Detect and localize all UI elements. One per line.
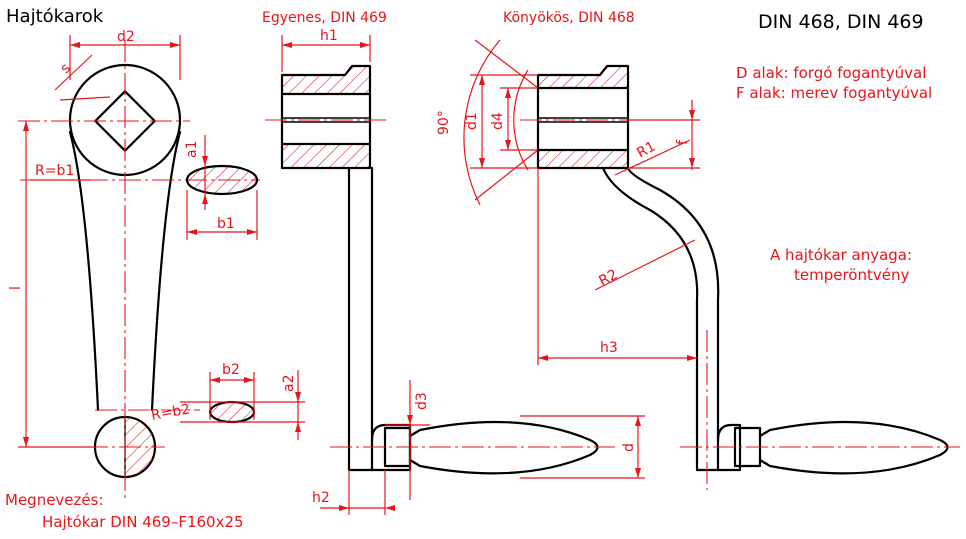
dim-d3: d3 — [385, 380, 430, 500]
dim-d-label: d — [621, 443, 637, 452]
dim-s: s — [54, 54, 111, 101]
crank-elbow-view — [520, 64, 960, 490]
dim-d: d — [520, 415, 645, 479]
title-left: Hajtókarok — [6, 6, 104, 27]
dim-h3: h3 — [537, 168, 697, 365]
view-elbow-label: Könyökös, DIN 468 — [503, 10, 635, 26]
dim-b1-label: b1 — [217, 216, 235, 232]
section-2: b2 a2 R=b2 — [150, 362, 305, 440]
dim-h1-label: h1 — [320, 28, 338, 44]
dim-r2: R2 — [594, 239, 696, 291]
note-material-2: temperöntvény — [794, 266, 909, 284]
section-1: b1 a1 — [184, 135, 259, 240]
dim-d2-label: d2 — [117, 29, 135, 45]
dim-f: f — [628, 100, 700, 170]
crank-top-view — [18, 40, 260, 500]
dim-angle-label: 90° — [436, 110, 452, 135]
dim-d4-label: d4 — [490, 112, 506, 130]
crank-straight-view — [265, 64, 615, 475]
note-type-f: F alak: merev fogantyúval — [736, 84, 932, 102]
dim-r-b1: R=b1 — [30, 163, 90, 181]
dim-h2: h2 — [312, 470, 395, 515]
title-right: DIN 468, DIN 469 — [758, 11, 924, 33]
dim-b2-label: b2 — [222, 362, 240, 378]
designation-value: Hajtókar DIN 469–F160x25 — [42, 513, 244, 531]
dim-r2-label: R2 — [596, 267, 620, 290]
dim-d2: d2 — [69, 29, 181, 80]
dim-a2-label: a2 — [281, 375, 297, 393]
dim-d1-label: d1 — [464, 112, 480, 130]
note-type-d: D alak: forgó fogantyúval — [736, 64, 926, 82]
dim-d3-label: d3 — [414, 392, 430, 410]
dim-f-label: f — [675, 139, 691, 145]
dim-l-label: l — [8, 286, 24, 290]
dim-r-b2-label: R=b2 — [150, 401, 191, 424]
dim-r1: R1 — [614, 139, 691, 176]
view-straight-label: Egyenes, DIN 469 — [262, 10, 387, 26]
dim-h2-label: h2 — [312, 490, 330, 506]
dim-r1-label: R1 — [634, 139, 658, 162]
dim-l: l — [8, 121, 95, 448]
dim-a1-label: a1 — [184, 141, 200, 159]
dim-h1: h1 — [281, 28, 371, 72]
dim-r-b1-label: R=b1 — [35, 163, 74, 179]
dim-h3-label: h3 — [600, 340, 618, 356]
designation-label: Megnevezés: — [5, 491, 104, 509]
note-material-1: A hajtókar anyaga: — [770, 246, 912, 264]
dim-angle: 90° d1 d4 — [436, 39, 539, 206]
